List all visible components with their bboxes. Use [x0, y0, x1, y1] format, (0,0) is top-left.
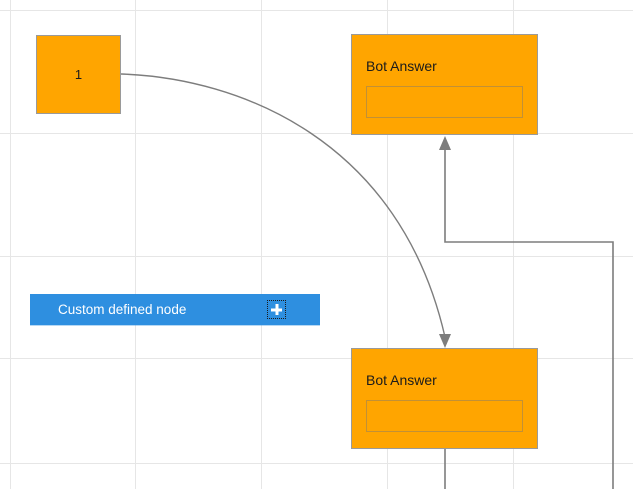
node-bot-answer-bottom-title: Bot Answer	[366, 372, 437, 388]
node-bot-answer-bottom[interactable]: Bot Answer	[351, 348, 538, 449]
custom-defined-node-label: Custom defined node	[58, 301, 187, 317]
edge-bot-answer-bottom-to-top[interactable]	[439, 136, 614, 489]
node-start[interactable]: 1	[36, 35, 121, 114]
custom-defined-node-bar[interactable]: Custom defined node	[30, 294, 320, 325]
edge-start-to-bot-answer-bottom[interactable]	[120, 73, 451, 348]
node-start-label: 1	[74, 67, 83, 82]
node-bot-answer-top-title: Bot Answer	[366, 58, 437, 74]
plus-icon[interactable]	[267, 300, 286, 319]
node-bot-answer-top-slot[interactable]	[366, 86, 523, 118]
node-bot-answer-bottom-slot[interactable]	[366, 400, 523, 432]
edge-path-curved[interactable]	[120, 73, 446, 338]
edge-path-orthogonal[interactable]	[444, 148, 614, 489]
arrowhead-down-icon	[439, 334, 451, 348]
node-bot-answer-top[interactable]: Bot Answer	[351, 34, 538, 135]
arrowhead-up-icon	[439, 136, 451, 150]
